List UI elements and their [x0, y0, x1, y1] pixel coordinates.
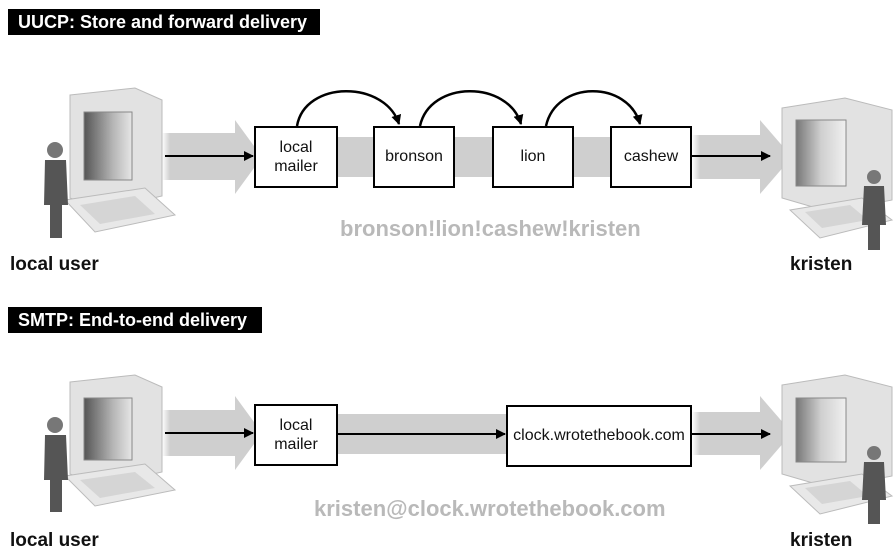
uucp-flow-band	[162, 120, 792, 194]
smtp-node-local-mailer-line1: local	[279, 416, 313, 434]
uucp-node-local-mailer: local mailer	[254, 126, 338, 188]
uucp-hop-arc-bronson-to-lion	[418, 90, 524, 127]
smtp-kristen-computer-icon	[781, 374, 894, 515]
smtp-recipient-label: kristen	[790, 530, 853, 551]
smtp-local-user-person-icon	[44, 417, 68, 512]
uucp-node-local-mailer-line1: local	[279, 138, 313, 156]
smtp-section-title: SMTP: End-to-end delivery	[8, 307, 262, 333]
uucp-node-lion: lion	[492, 126, 574, 188]
smtp-node-remote-host: clock.wrotethebook.com	[506, 405, 692, 467]
uucp-recipient-label: kristen	[790, 254, 853, 275]
smtp-local-user-computer-icon	[63, 374, 177, 507]
uucp-hop-arc-mailer-to-bronson	[295, 90, 402, 127]
uucp-kristen-person-icon	[862, 170, 886, 250]
smtp-node-local-mailer-line2: mailer	[274, 436, 318, 453]
uucp-node-cashew: cashew	[610, 126, 692, 188]
uucp-route-address: bronson!lion!cashew!kristen	[340, 216, 641, 241]
smtp-kristen-person-icon	[862, 446, 886, 524]
smtp-sender-label: local user	[10, 530, 99, 551]
uucp-hop-arc-lion-to-cashew	[544, 90, 643, 127]
uucp-node-local-mailer-line2: mailer	[274, 158, 318, 175]
uucp-section-title: UUCP: Store and forward delivery	[8, 9, 320, 35]
uucp-local-user-computer-icon	[63, 87, 177, 233]
smtp-node-local-mailer: local mailer	[254, 404, 338, 466]
smtp-route-address: kristen@clock.wrotethebook.com	[314, 496, 666, 521]
uucp-node-bronson: bronson	[373, 126, 455, 188]
uucp-sender-label: local user	[10, 254, 99, 275]
uucp-local-user-person-icon	[44, 142, 68, 238]
